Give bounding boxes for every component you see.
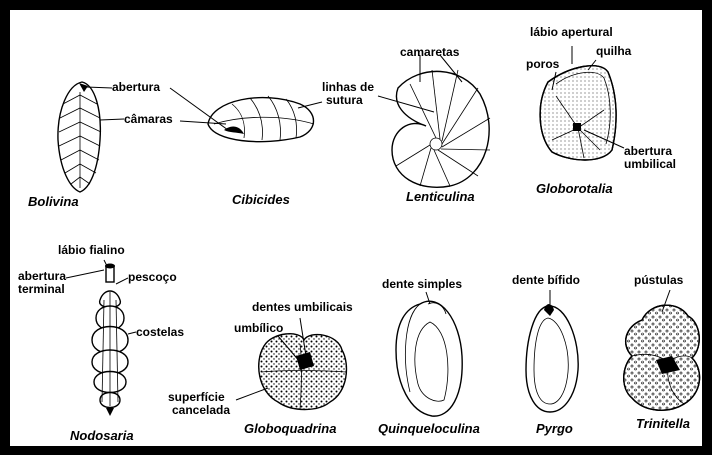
label-abertura: abertura xyxy=(112,80,160,94)
foraminifera-diagram: abertura câmaras linhas de sutura camare… xyxy=(10,10,702,446)
label-dente-bifido: dente bífido xyxy=(512,273,580,287)
label-dentes-umbilicais: dentes umbilicais xyxy=(252,300,353,314)
leader-line xyxy=(128,332,136,334)
name-pyrgo: Pyrgo xyxy=(536,421,573,436)
quinqueloculina-shell xyxy=(396,301,462,416)
label-sutura: sutura xyxy=(326,93,363,107)
name-bolivina: Bolivina xyxy=(28,194,79,209)
name-trinitella: Trinitella xyxy=(636,416,690,431)
leader-line xyxy=(116,278,128,284)
label-camaretas: camaretas xyxy=(400,45,460,59)
name-globorotalia: Globorotalia xyxy=(536,181,613,196)
label-pustulas: pústulas xyxy=(634,273,684,287)
label-pescoco: pescoço xyxy=(128,270,177,284)
name-cibicides: Cibicides xyxy=(232,192,290,207)
label-quilha: quilha xyxy=(596,44,632,58)
label-labio-fialino: lábio fialino xyxy=(58,243,125,257)
label-abertura-terminal-2: terminal xyxy=(18,282,65,296)
label-cancelada: cancelada xyxy=(172,403,230,417)
name-globoquadrina: Globoquadrina xyxy=(244,421,336,436)
cibicides-shell xyxy=(208,96,314,142)
lenticulina-shell xyxy=(392,70,490,187)
leader-line xyxy=(66,270,104,278)
leader-line xyxy=(100,119,124,120)
label-abertura-umbilical-2: umbilical xyxy=(624,157,676,171)
name-lenticulina: Lenticulina xyxy=(406,189,475,204)
label-abertura-terminal-1: abertura xyxy=(18,269,66,283)
nodosaria-shell xyxy=(92,264,128,417)
label-umbilico: umbílico xyxy=(234,321,283,335)
pyrgo-shell xyxy=(526,304,578,412)
trinitella-shell xyxy=(624,305,700,410)
label-dente-simples: dente simples xyxy=(382,277,462,291)
label-camaras: câmaras xyxy=(124,112,173,126)
globoquadrina-shell xyxy=(259,334,347,410)
label-costelas: costelas xyxy=(136,325,184,339)
label-poros: poros xyxy=(526,57,560,71)
label-linhas-de: linhas de xyxy=(322,80,374,94)
name-quinqueloculina: Quinqueloculina xyxy=(378,421,480,436)
leader-line xyxy=(236,388,268,400)
name-nodosaria: Nodosaria xyxy=(70,428,134,443)
label-abertura-umbilical-1: abertura xyxy=(624,144,672,158)
label-labio-apertural: lábio apertural xyxy=(530,25,613,39)
diagram-panel: abertura câmaras linhas de sutura camare… xyxy=(10,10,702,446)
globorotalia-shell xyxy=(540,66,616,160)
label-superficie: superfície xyxy=(168,390,225,404)
bolivina-shell xyxy=(58,82,101,192)
